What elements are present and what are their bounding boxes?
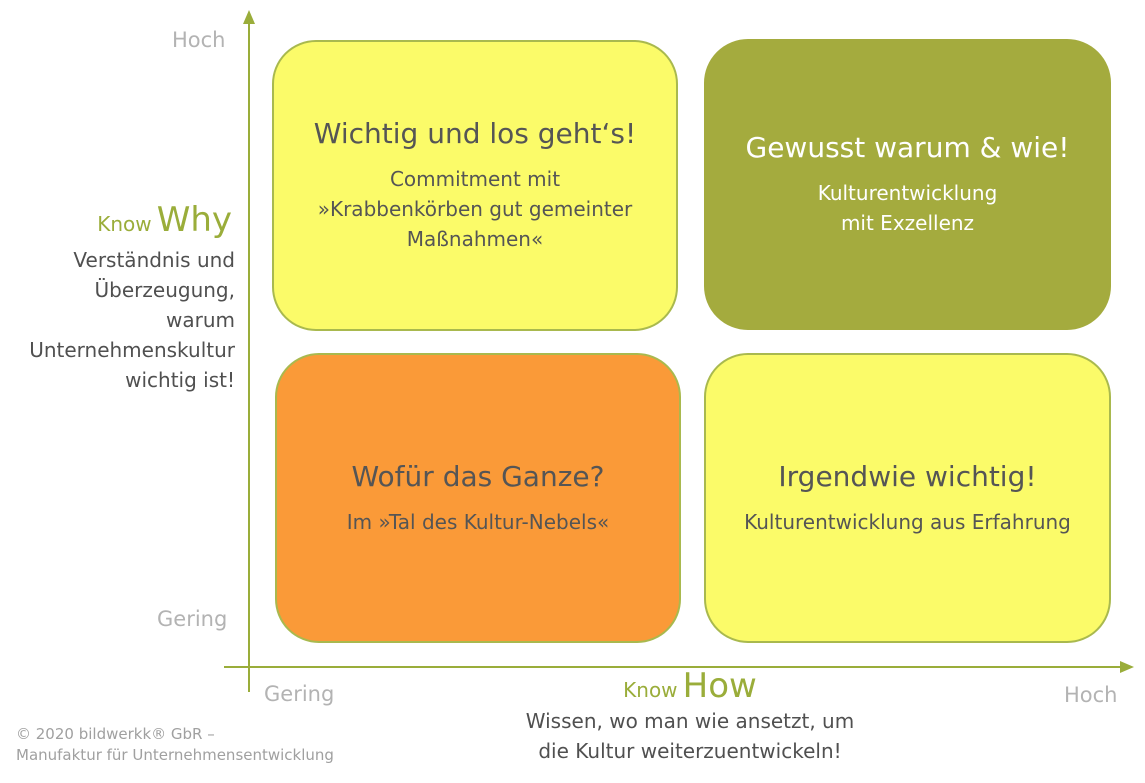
x-axis-how-text: How — [682, 666, 757, 706]
y-axis-high-label: Hoch — [172, 28, 226, 52]
quadrant-top-left-subtitle: Commitment mit »Krabbenkörben gut gemein… — [317, 167, 633, 251]
quadrant-top-left-title: Wichtig und los geht‘s! — [313, 117, 637, 150]
y-axis-why-text: Why — [156, 200, 232, 240]
x-axis-high-label: Hoch — [1064, 683, 1118, 707]
y-axis-know-text: Know — [97, 212, 152, 236]
quadrant-bottom-right-title: Irgendwie wichtig! — [778, 459, 1037, 493]
x-axis-description: Wissen, wo man wie ansetzt, um die Kultu… — [525, 709, 855, 763]
quadrant-bottom-left-title: Wofür das Ganze? — [351, 459, 605, 493]
copyright-notice: © 2020 bildwerkk® GbR – Manufaktur für U… — [16, 725, 334, 764]
quadrant-bottom-left-subtitle: Im »Tal des Kultur-Nebels« — [346, 509, 610, 534]
x-axis-arrowhead — [1120, 661, 1134, 673]
quadrant-bottom-right-subtitle: Kulturentwicklung aus Erfahrung — [744, 509, 1071, 534]
quadrant-top-right-subtitle: Kulturentwicklung mit Exzellenz — [817, 181, 998, 235]
y-axis-low-label: Gering — [157, 607, 228, 631]
y-axis-arrowhead — [243, 10, 255, 24]
x-axis-know-text: Know — [623, 678, 678, 702]
x-axis-low-label: Gering — [264, 682, 335, 706]
quadrant-top-right-title: Gewusst warum & wie! — [745, 131, 1070, 164]
quadrant-top-right: Gewusst warum & wie! Kulturentwicklung m… — [704, 39, 1111, 330]
y-axis-title: Know Why — [0, 200, 232, 240]
quadrant-bottom-left: Wofür das Ganze? Im »Tal des Kultur-Nebe… — [275, 353, 681, 643]
quadrant-bottom-right: Irgendwie wichtig! Kulturentwicklung aus… — [704, 353, 1111, 643]
x-axis-title: Know How — [540, 666, 840, 706]
quadrant-top-left: Wichtig und los geht‘s! Commitment mit »… — [272, 40, 678, 331]
y-axis-description: Verständnis und Überzeugung, warum Unter… — [29, 248, 235, 392]
